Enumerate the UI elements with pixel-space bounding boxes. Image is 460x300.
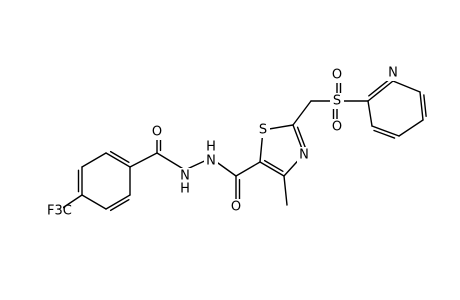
svg-text:O: O — [231, 200, 241, 215]
atom-label-o-benzoyl: O — [150, 124, 164, 140]
svg-text:H: H — [206, 140, 216, 155]
svg-text:N: N — [299, 148, 309, 163]
bond-line-17 — [398, 119, 424, 137]
atom-label-o-sulfonyl-bottom: O — [330, 119, 344, 135]
svg-text:S: S — [259, 123, 267, 138]
bond-line-30 — [263, 159, 284, 172]
atom-label-n-pyridine: N — [386, 65, 400, 81]
svg-text:N: N — [180, 169, 190, 184]
bond-line-21 — [105, 152, 131, 168]
svg-text:N: N — [388, 66, 398, 81]
atom-label-o-sulfonyl-top: O — [330, 67, 344, 83]
atom-labels: F3C O N H N H O S — [27, 65, 400, 219]
bond-line-42 — [373, 129, 396, 139]
svg-text:O: O — [332, 120, 342, 135]
atom-label-s-sulfonyl: S — [330, 93, 344, 109]
bond-line-37 — [367, 80, 394, 102]
svg-text:O: O — [152, 125, 162, 140]
atom-label-cf3: F3C — [27, 203, 72, 219]
atom-label-s-thiazole: S — [256, 122, 270, 138]
bond-line-40 — [423, 94, 427, 117]
bond-line-13 — [292, 100, 312, 126]
bond-line-12 — [283, 175, 288, 206]
bond-line-39 — [419, 91, 424, 121]
svg-text:H: H — [180, 182, 190, 197]
svg-text:F3C: F3C — [47, 204, 72, 219]
svg-text:N: N — [206, 154, 216, 169]
svg-text:S: S — [333, 94, 341, 109]
bond-line-22 — [109, 150, 130, 163]
atom-label-h2: H — [204, 140, 218, 155]
svg-text:O: O — [332, 68, 342, 83]
atom-label-n2: N — [204, 153, 218, 169]
bond-line-18 — [367, 100, 373, 127]
bond-lines — [57, 76, 427, 212]
bond-line-4 — [129, 152, 158, 168]
bond-line-1 — [81, 194, 107, 210]
atom-label-h1: H — [178, 182, 192, 197]
bond-line-41 — [371, 125, 400, 137]
bond-line-29 — [259, 161, 285, 177]
bond-line-3 — [81, 152, 107, 168]
bond-line-16 — [392, 80, 421, 93]
bond-line-5 — [156, 152, 186, 171]
atom-label-n1: N — [178, 168, 192, 184]
bond-line-32 — [296, 126, 307, 150]
bond-line-38 — [368, 79, 389, 97]
bond-line-8 — [235, 161, 261, 177]
bond-line-20 — [109, 199, 130, 212]
atom-label-n-thiazole: N — [297, 147, 311, 163]
atom-label-o-amide: O — [229, 199, 243, 215]
bond-line-19 — [105, 194, 131, 210]
